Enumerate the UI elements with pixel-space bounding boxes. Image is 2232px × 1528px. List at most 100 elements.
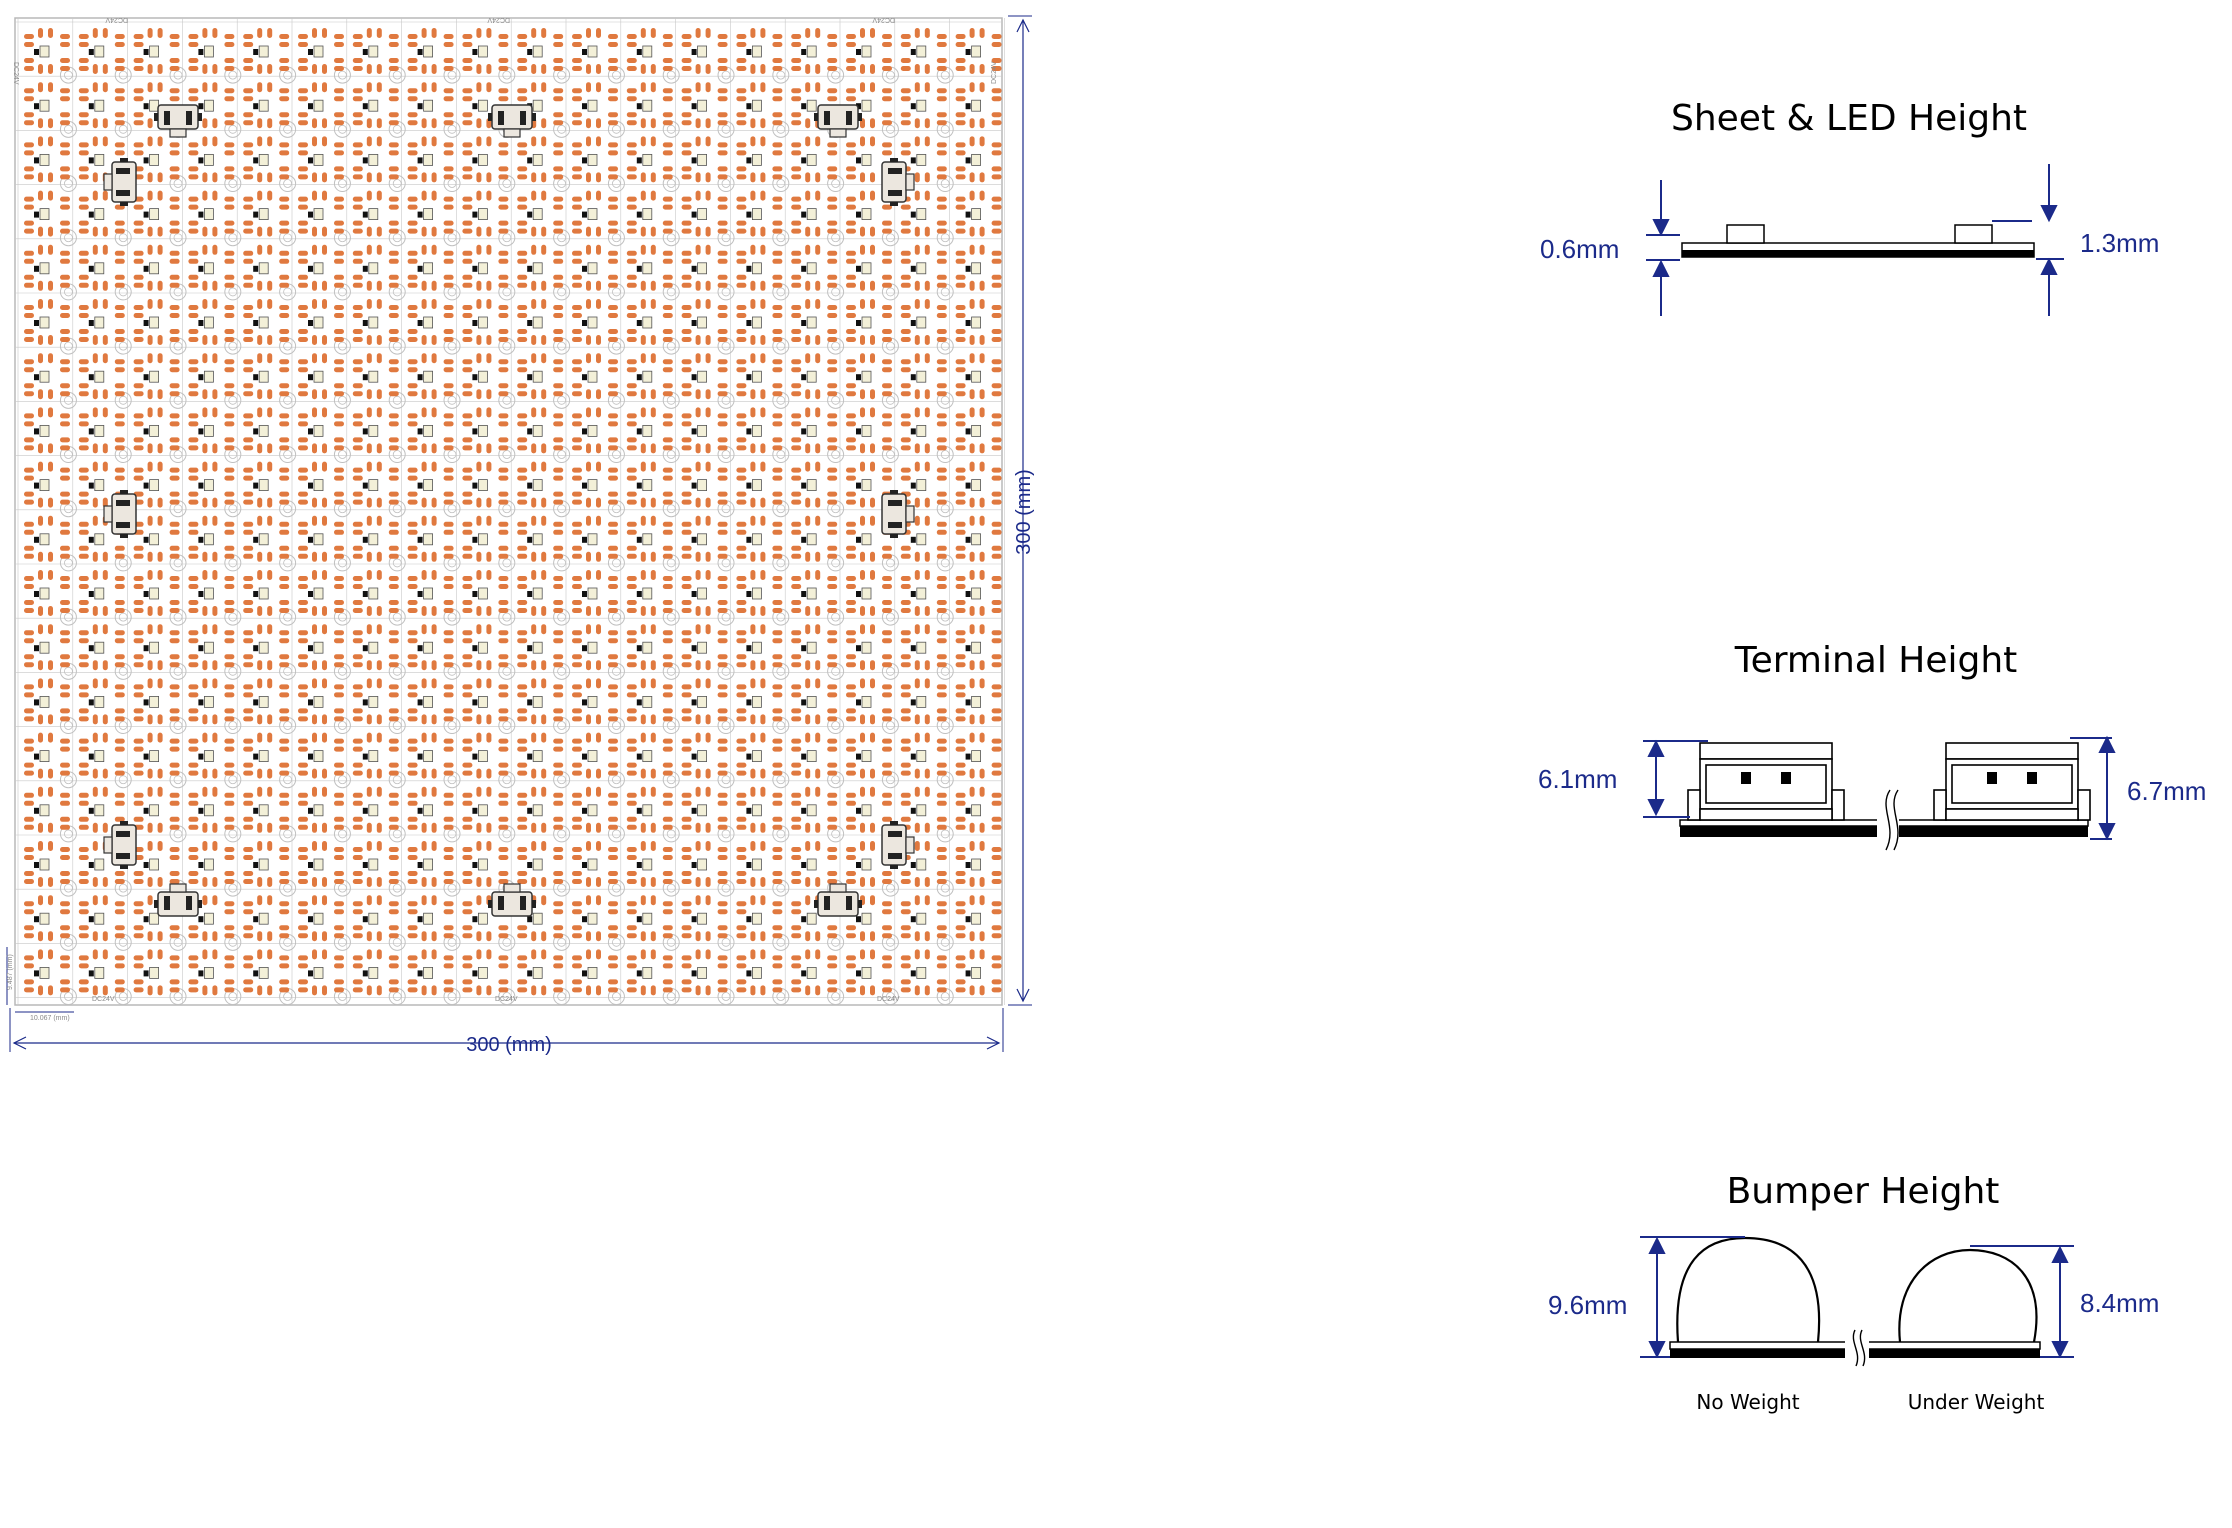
led-cell: [681, 515, 728, 562]
led-cell: [133, 949, 180, 996]
led-cell: [900, 190, 947, 237]
led-cell: [791, 461, 838, 508]
bumper-right-caption: Under Weight: [1907, 1390, 2045, 1414]
led-cell: [462, 841, 509, 887]
led-cell: [407, 82, 454, 129]
led-cell: [133, 407, 180, 454]
led-cell: [736, 407, 783, 454]
led-cell: [298, 353, 344, 400]
led-cell: [78, 353, 125, 400]
led-cell: [24, 786, 70, 833]
led-cell: [791, 353, 838, 400]
led-cell: [352, 461, 399, 508]
led-cell: [626, 407, 673, 454]
led-cell: [626, 949, 673, 996]
led-cell: [791, 570, 838, 616]
led-cell: [900, 244, 947, 291]
led-cell: [407, 841, 454, 887]
led-cell: [133, 244, 180, 291]
led-cell: [462, 732, 509, 779]
led-cell: [517, 190, 564, 237]
led-cell: [133, 461, 180, 508]
led-cell: [352, 82, 399, 129]
led-cell: [188, 461, 235, 508]
led-cell: [736, 82, 783, 129]
led-cell: [407, 786, 454, 833]
led-cell: [24, 82, 70, 129]
led-cell: [78, 895, 125, 942]
led-cell: [900, 299, 947, 345]
led-sheet-board: DC24V DC24V DC24V DC24V DC24V DC24V DC24…: [6, 15, 1035, 1056]
led-cell: [846, 786, 892, 833]
led-cell: [517, 353, 564, 400]
led-cell: [462, 624, 509, 671]
led-cell: [298, 841, 344, 887]
led-cell: [298, 244, 344, 291]
led-cell: [352, 244, 399, 291]
led-cell: [407, 570, 454, 616]
led-cell: [681, 786, 728, 833]
led-cell: [626, 732, 673, 779]
led-cell: [462, 570, 509, 616]
led-cell: [736, 461, 783, 508]
led-cell: [517, 624, 564, 671]
led-cell: [188, 841, 235, 887]
led-cell: [791, 624, 838, 671]
led-cell: [900, 732, 947, 779]
led-cell: [298, 299, 344, 345]
led-cell: [462, 407, 509, 454]
led-cell: [681, 949, 728, 996]
led-cell: [243, 786, 290, 833]
led-cell: [846, 678, 892, 725]
led-cell: [188, 299, 235, 345]
led-cell: [352, 570, 399, 616]
led-cell: [24, 461, 70, 508]
led-cell: [407, 732, 454, 779]
led-cell: [791, 515, 838, 562]
led-cell: [352, 515, 399, 562]
pitch-x-label: 10.067 (mm): [30, 1015, 70, 1022]
pitch-y-label: 9.487 (mm): [7, 954, 14, 990]
led-cell: [955, 895, 1002, 942]
led-cell: [900, 786, 947, 833]
led-cell: [243, 82, 290, 129]
led-cell: [407, 28, 454, 74]
led-cell: [900, 895, 947, 942]
led-cell: [681, 570, 728, 616]
led-cell: [24, 624, 70, 671]
terminal-right-dim: 6.7mm: [2127, 776, 2207, 806]
led-cell: [791, 28, 838, 74]
led-cell: [298, 895, 344, 942]
led-cell: [24, 678, 70, 725]
led-cell: [24, 570, 70, 616]
led-cell: [517, 786, 564, 833]
led-cell: [846, 624, 892, 671]
led-cell: [78, 570, 125, 616]
led-cell: [462, 82, 509, 129]
led-cell: [681, 244, 728, 291]
led-cell: [955, 407, 1002, 454]
led-cell: [517, 570, 564, 616]
led-cell: [24, 841, 70, 887]
led-cell: [298, 82, 344, 129]
led-cell: [736, 28, 783, 74]
led-cell: [791, 732, 838, 779]
led-cell: [133, 624, 180, 671]
led-cell: [352, 786, 399, 833]
led-cell: [572, 678, 618, 725]
led-cell: [243, 949, 290, 996]
led-cell: [626, 82, 673, 129]
led-cell: [243, 244, 290, 291]
led-cell: [900, 841, 947, 887]
led-cell: [352, 949, 399, 996]
led-cell: [955, 82, 1002, 129]
led-cell: [462, 786, 509, 833]
led-cell: [955, 461, 1002, 508]
led-cell: [681, 841, 728, 887]
led-cell: [352, 136, 399, 183]
led-cell: [626, 136, 673, 183]
led-cell: [24, 895, 70, 942]
led-cell: [517, 299, 564, 345]
led-cell: [791, 136, 838, 183]
led-cell: [955, 624, 1002, 671]
